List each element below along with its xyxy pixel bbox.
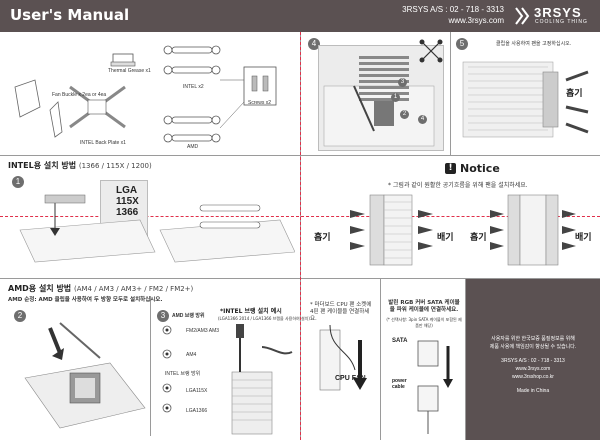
support-web2: www.3rsshop.co.kr bbox=[512, 374, 554, 380]
step5-intake-label: 흡기 bbox=[566, 89, 583, 99]
airflow-diagram-right bbox=[490, 194, 576, 266]
step3-drawing bbox=[231, 324, 293, 435]
step4-illustration bbox=[318, 45, 444, 151]
page-title: User's Manual bbox=[10, 6, 130, 24]
step-number-1: 1 bbox=[12, 176, 24, 188]
label-intel-back-plate: INTEL Back Plate x1 bbox=[80, 140, 126, 146]
power-cable-label: power cable bbox=[392, 378, 407, 390]
sata-note: 발린 RGB 커버 SATA 케이블을 파워 케이블에 연결하세요. bbox=[388, 300, 460, 313]
notice-warning-icon: ! bbox=[445, 163, 456, 174]
brand-logo: 3RSYS COOLING THING bbox=[514, 4, 590, 28]
notice-title: Notice bbox=[460, 162, 500, 175]
support-line1: 사용자를 위한 한국보증 품질정보를 위해 bbox=[491, 336, 575, 342]
contact-website: www.3rsys.com bbox=[448, 16, 504, 25]
sata-connector-drawing bbox=[417, 340, 453, 434]
sata-label: SATA bbox=[392, 338, 408, 344]
divider-intel-top bbox=[0, 155, 300, 156]
notice-right-exhaust: 배기 bbox=[575, 233, 592, 243]
amd-section-title: AMD용 설치 방법 (AM4 / AM3 / AM3+ / FM2 / FM2… bbox=[8, 283, 193, 294]
step4-marker-3: 3 bbox=[398, 78, 407, 87]
support-line2: 제품 사용에 책임감이 향상될 수 있습니다. bbox=[489, 344, 577, 350]
intel-title-main: INTEL용 설치 방법 bbox=[8, 161, 77, 170]
notice-text: * 그림과 같이 원활한 공기흐름을 위해 팬을 설치하세요. bbox=[388, 182, 528, 189]
sata-note-optional: (* 선택사항: 3pin SATA 케이블이 포함된 제품만 해당) bbox=[386, 317, 462, 328]
label-amd-bracket: AMD bbox=[187, 144, 199, 150]
step-number-4: 4 bbox=[308, 38, 320, 50]
bracket-item-am4: AM4 bbox=[186, 352, 197, 358]
contact-info: 3RSYS A/S : 02 - 718 - 3313 www.3rsys.co… bbox=[402, 4, 504, 26]
cpu-fan-note: * 마더보드 CPU 팬 소켓에 4핀 팬 케이블을 연결하세요. bbox=[310, 302, 372, 322]
cpu-fan-label: CPU FAN bbox=[335, 375, 366, 382]
divider-amd-steps bbox=[150, 296, 151, 436]
label-screws: Screws x2 bbox=[248, 100, 272, 106]
bracket-header: AMD 브랭 방위 bbox=[172, 313, 205, 319]
step-number-3: 3 bbox=[157, 310, 169, 322]
step4-marker-1: 1 bbox=[391, 93, 400, 102]
support-phone: 3RSYS A/S : 02 - 718 - 3313 bbox=[501, 358, 565, 364]
divider-sata bbox=[465, 278, 466, 440]
amd-title-main: AMD용 설치 방법 bbox=[8, 284, 72, 293]
label-intel-bracket: INTEL x2 bbox=[183, 84, 204, 90]
label-fan-buckle: Fan Buckle x 2ea or 4ea bbox=[52, 92, 107, 98]
airflow-diagram-left bbox=[350, 194, 433, 266]
notice-right-intake: 흡기 bbox=[470, 233, 487, 243]
divider-cpufan bbox=[380, 278, 381, 440]
intel-install-drawing bbox=[19, 194, 295, 263]
step4-marker-4: 4 bbox=[418, 115, 427, 124]
bracket-item-lga115x: LGA115X bbox=[186, 388, 208, 394]
fold-line-vertical bbox=[300, 32, 301, 440]
label-thermal-grease: Thermal Grease x1 bbox=[108, 68, 151, 74]
cpu-fan-drawing bbox=[319, 324, 367, 391]
cross-screw-order-icon bbox=[419, 39, 443, 63]
step5-drawing bbox=[462, 61, 589, 138]
bracket-item-fm2: FM2/AM3 AM3 bbox=[186, 328, 220, 334]
divider-notice-top bbox=[300, 155, 600, 156]
amd-section-note: AMD 순정: AMD 클립을 사용하여 두 방향 모두로 설치하십시오. bbox=[8, 297, 163, 303]
made-in-label: Made in China bbox=[516, 388, 550, 394]
notice-left-exhaust: 배기 bbox=[437, 233, 454, 243]
bracket-holes-drawing bbox=[162, 325, 172, 413]
divider-step45 bbox=[450, 32, 451, 155]
logo-subtext: COOLING THING bbox=[535, 19, 588, 25]
amd-title-sub: (AM4 / AM3 / AM3+ / FM2 / FM2+) bbox=[73, 285, 194, 293]
contact-phone: 3RSYS A/S : 02 - 718 - 3313 bbox=[402, 5, 504, 14]
logo-text: 3RSYS bbox=[534, 5, 582, 20]
bracket-intel-header: INTEL 브랭 방위 bbox=[165, 371, 201, 377]
logo-mark-icon bbox=[515, 7, 530, 25]
intel-title-sub: (1366 / 115X / 1200) bbox=[78, 162, 152, 170]
parts-diagram bbox=[14, 45, 277, 143]
intel-bracket-note-title: *INTEL 브랭 설치 예시 bbox=[220, 308, 282, 315]
step4-marker-2: 2 bbox=[400, 110, 409, 119]
notice-left-intake: 흡기 bbox=[314, 233, 331, 243]
bracket-item-lga1366: LGA1366 bbox=[186, 408, 208, 414]
step2-drawing bbox=[24, 322, 146, 429]
intel-bracket-note-desc: (LGA1366 2014 / LGA1366 브랭을 사용하여 설치) bbox=[218, 316, 310, 321]
step-number-2: 2 bbox=[14, 310, 26, 322]
support-info-panel: 사용자를 위한 한국보증 품질정보를 위해 제품 사용에 책임감이 향상될 수 … bbox=[466, 279, 600, 440]
socket-label: LGA 115X 1366 bbox=[116, 185, 139, 218]
step4-drawing bbox=[323, 56, 435, 147]
support-web1: www.3rsys.com bbox=[515, 366, 551, 372]
header-bar bbox=[0, 0, 600, 32]
step5-note: 클립을 사용하여 팬을 고정하십시오. bbox=[496, 41, 572, 47]
step-number-5: 5 bbox=[456, 38, 468, 50]
intel-section-title: INTEL용 설치 방법 (1366 / 115X / 1200) bbox=[8, 160, 152, 171]
